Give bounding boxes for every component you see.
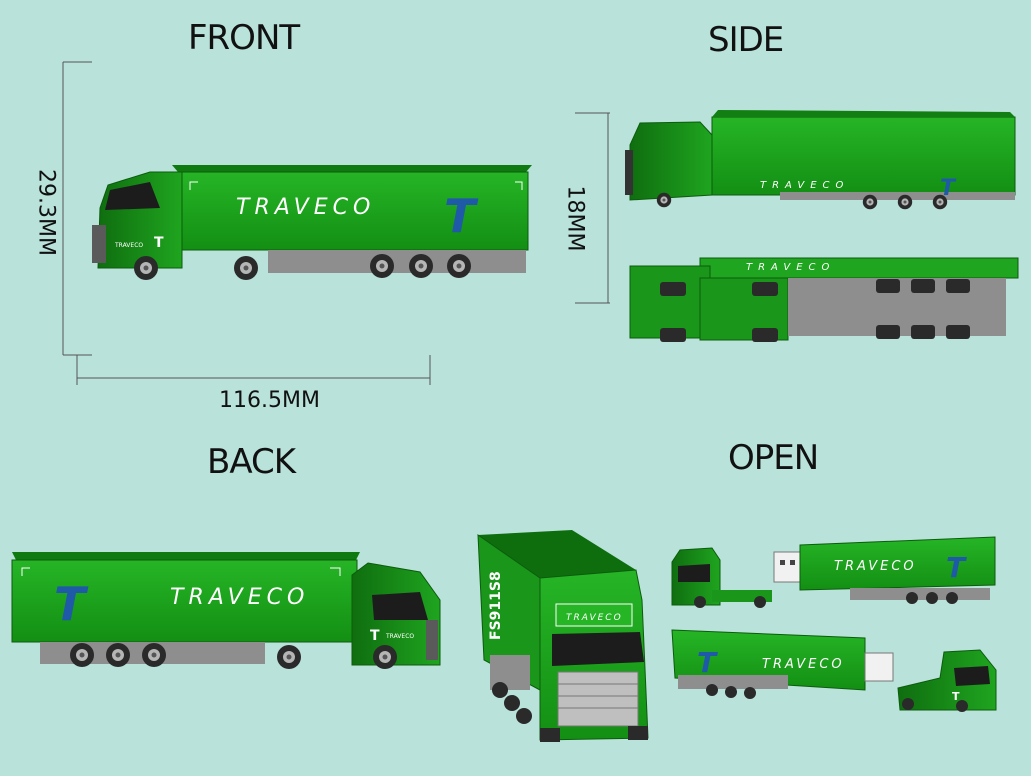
svg-text:T: T [946, 551, 967, 584]
side-upper-brand-text: TRAVECO [760, 180, 849, 191]
open-plate-text: FS911S8 [488, 571, 504, 640]
side-lower-brand-text: TRAVECO [746, 262, 835, 273]
open-view-front-truck: FS911S8 TRAVECO [477, 530, 649, 742]
svg-text:T: T [940, 176, 957, 201]
front-view-heading: FRONT [188, 18, 300, 58]
open-view-upper-pieces: TRAVECO T [671, 536, 996, 608]
back-view-heading: BACK [207, 442, 296, 482]
back-view-truck: T TRAVECO T TRAVECO [11, 552, 441, 669]
width-dimension-label: 116.5MM [219, 388, 320, 413]
side-view-upper-truck: TRAVECO T [625, 110, 1016, 210]
open-cab-brand-text: TRAVECO [566, 613, 623, 623]
svg-text:T: T [697, 646, 718, 679]
side-view-heading: SIDE [708, 20, 784, 60]
cab-brand-text: TRAVECO [114, 242, 143, 249]
dimension-lines [62, 61, 610, 385]
open-view-lower-pieces: T TRAVECO T [671, 629, 997, 712]
back-logo: T [54, 577, 89, 631]
side-view-lower-truck: TRAVECO [629, 257, 1019, 342]
open-upper-brand-text: TRAVECO [834, 559, 917, 574]
open-lower-brand-text: TRAVECO [762, 657, 845, 672]
front-logo: T [444, 189, 479, 243]
front-trailer-brand-text: TRAVECO [236, 195, 375, 220]
back-cab-brand-text: TRAVECO [385, 633, 414, 640]
front-view-truck: TRAVECO T TRAVECO T [92, 165, 532, 280]
back-trailer-brand-text: TRAVECO [170, 585, 309, 610]
svg-text:T: T [370, 628, 380, 644]
open-view-heading: OPEN [728, 438, 819, 478]
svg-text:T: T [154, 235, 164, 251]
svg-text:T: T [952, 690, 960, 703]
